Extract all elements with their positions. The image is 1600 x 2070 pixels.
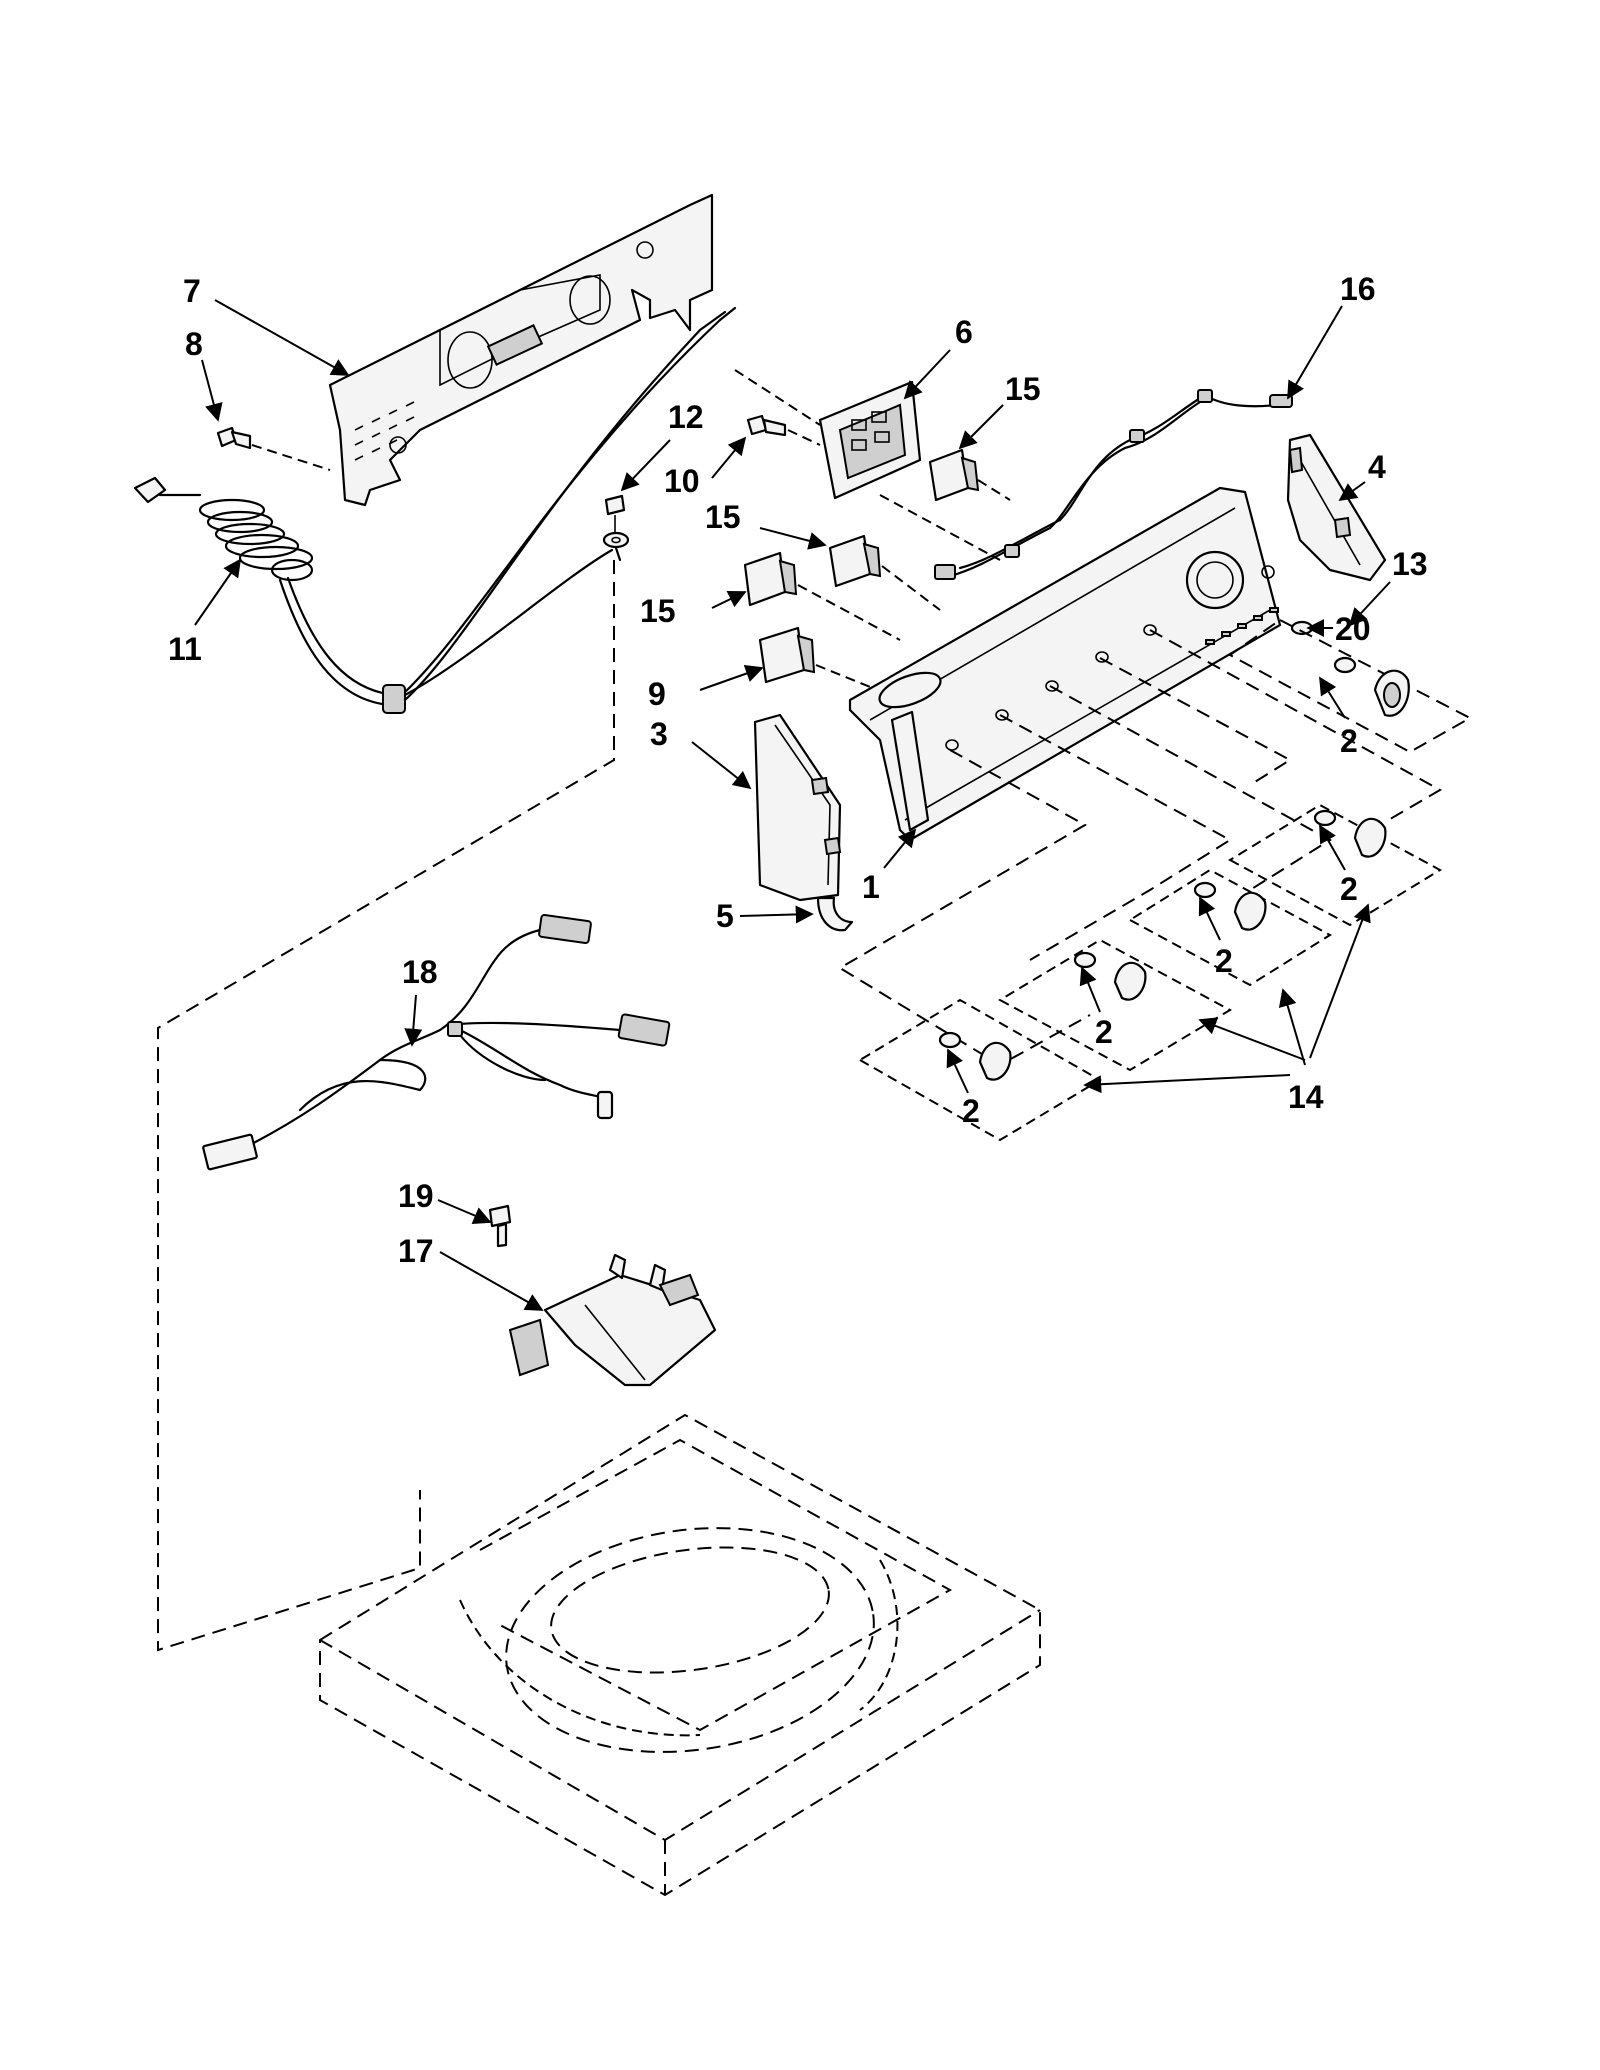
screw-10 (746, 414, 821, 446)
switch-9 (758, 626, 891, 696)
end-cap-4 (1286, 433, 1387, 582)
callout-6: 6 (955, 314, 973, 350)
callout-9: 9 (648, 676, 666, 712)
washer-top-reference (319, 1413, 1041, 1897)
bracket-17 (508, 1253, 717, 1387)
callout-8: 8 (185, 326, 203, 362)
callout-2-b: 2 (1340, 871, 1358, 907)
wire-harness-18 (202, 914, 671, 1171)
callout-2-a: 2 (1340, 723, 1358, 759)
callout-19: 19 (398, 1178, 434, 1214)
control-panel-1 (848, 486, 1282, 842)
callout-15-mid: 15 (705, 499, 741, 535)
callout-15-left: 15 (640, 593, 676, 629)
switch-15-mid (828, 534, 941, 611)
callout-1: 1 (862, 869, 880, 905)
screw-19 (488, 1204, 512, 1248)
end-cap-3 (753, 713, 842, 902)
knob-2-e (938, 1031, 1012, 1081)
knob-2-d (1073, 951, 1147, 1001)
clip-5 (816, 896, 854, 932)
callout-5: 5 (716, 898, 734, 934)
callout-14: 14 (1288, 1079, 1324, 1115)
callout-15-top: 15 (1005, 371, 1041, 407)
rear-console-panel (328, 193, 714, 507)
callout-20: 20 (1335, 611, 1371, 647)
switch-15-top (928, 448, 1011, 502)
power-cord-11 (133, 306, 737, 714)
callout-18: 18 (402, 954, 438, 990)
switch-15-left (743, 551, 901, 641)
callout-11: 11 (168, 631, 202, 667)
control-board-6 (734, 369, 1001, 561)
callout-13: 13 (1392, 546, 1428, 582)
wire-harness-16 (934, 389, 1293, 580)
knob-2-b (1313, 809, 1387, 858)
screw-8 (216, 426, 331, 471)
callout-7: 7 (183, 273, 201, 309)
callout-3: 3 (650, 716, 668, 752)
callout-2-e: 2 (962, 1093, 980, 1129)
callout-labels: 7 8 12 10 6 15 16 4 13 20 15 15 11 9 3 1… (168, 271, 1428, 1269)
callout-16: 16 (1340, 271, 1376, 307)
knob-2-a (1333, 656, 1410, 717)
leader-lines (194, 299, 1391, 1311)
callout-2-c: 2 (1215, 943, 1233, 979)
screw-12 (602, 494, 630, 549)
callout-12: 12 (668, 399, 704, 435)
knob-2-c (1193, 881, 1267, 931)
callout-10: 10 (664, 463, 700, 499)
callout-4: 4 (1368, 449, 1386, 485)
callout-17: 17 (398, 1233, 434, 1269)
callout-2-d: 2 (1095, 1014, 1113, 1050)
